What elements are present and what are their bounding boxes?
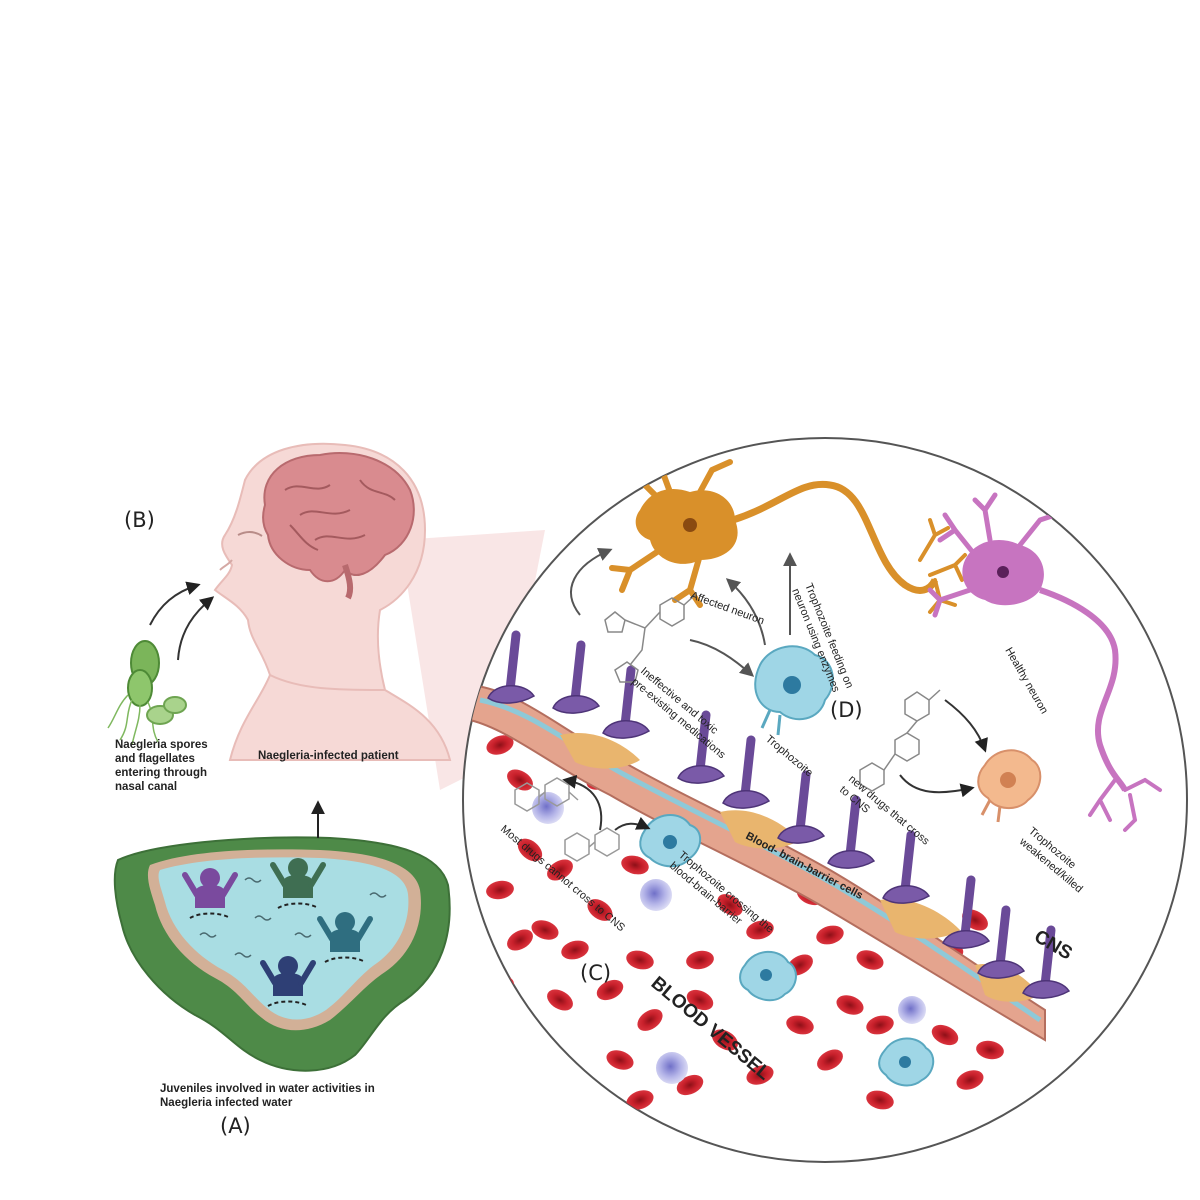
arrow-new-drug-to-trophozoite	[944, 699, 988, 753]
astrocyte-end-foot	[677, 710, 726, 784]
arrow-drug-to-trophozoite	[689, 639, 755, 677]
arrow-spores-to-nose-2	[177, 596, 215, 661]
brain-icon	[262, 452, 415, 600]
red-blood-cell	[606, 1050, 634, 1070]
arrow-drug-bounce-back	[562, 774, 603, 831]
svg-text:Juveniles involved in water ac: Juveniles involved in water activities i…	[160, 1083, 375, 1095]
panel-label-d: (D)	[830, 698, 863, 722]
svg-text:and flagellates: and flagellates	[115, 753, 195, 765]
red-blood-cell	[746, 1065, 774, 1085]
red-blood-cell	[637, 1009, 663, 1031]
astrocyte-end-foot	[602, 665, 651, 739]
trophozoite-weakened	[977, 749, 1042, 823]
svg-text:entering through: entering through	[115, 767, 207, 779]
white-blood-cell	[656, 1052, 688, 1084]
pond	[113, 836, 451, 1072]
red-blood-cell	[712, 1029, 738, 1051]
red-blood-cell	[517, 838, 543, 862]
red-blood-cell	[507, 929, 533, 951]
astrocyte-end-foot	[552, 640, 601, 714]
red-blood-cell	[931, 1024, 959, 1046]
swimmer-purple	[182, 868, 238, 919]
svg-text:Naegleria infected water: Naegleria infected water	[160, 1097, 293, 1109]
astrocyte-end-foot	[1022, 925, 1071, 999]
arrow-drug-to-neuron	[570, 547, 613, 616]
panel-label-b: (B)	[124, 508, 155, 532]
red-blood-cell	[836, 995, 864, 1015]
astrocyte-end-foot	[827, 795, 876, 869]
juveniles-label: Juveniles involved in water activities i…	[160, 1083, 375, 1109]
white-blood-cell	[640, 879, 672, 911]
drug-molecule-preexisting	[604, 594, 696, 683]
red-blood-cell	[717, 894, 743, 916]
arrow-spores-to-nose-1	[149, 581, 201, 626]
svg-text:Naegleria spores: Naegleria spores	[115, 739, 208, 751]
astrocyte-end-feet	[487, 630, 1071, 999]
trophozoite-blood-2	[878, 1037, 935, 1087]
red-blood-cell	[686, 989, 714, 1011]
red-blood-cell	[561, 940, 589, 960]
naegleria-flagellates	[107, 640, 187, 746]
red-blood-cell	[956, 1070, 984, 1090]
red-blood-cell	[547, 859, 573, 881]
arrow-drug-to-crossing	[614, 816, 651, 831]
white-blood-cell	[898, 996, 926, 1024]
swimmer-green	[270, 858, 326, 909]
drug-molecule-new	[859, 689, 941, 792]
swimmer-navy	[260, 956, 316, 1007]
red-blood-cell	[746, 920, 774, 940]
red-blood-cell	[626, 950, 654, 970]
panel-label-c: (C)	[580, 961, 611, 985]
red-blood-cell	[676, 1074, 704, 1096]
astrocyte-end-foot	[722, 735, 771, 809]
astrocyte-end-foot	[977, 905, 1026, 979]
patient-head	[213, 442, 452, 761]
svg-text:nasal canal: nasal canal	[115, 781, 177, 793]
red-blood-cell	[866, 1090, 894, 1110]
astrocyte-end-foot	[777, 770, 826, 844]
red-blood-cell	[486, 880, 514, 900]
red-blood-cell	[621, 855, 649, 875]
astrocyte-end-foot	[882, 830, 931, 904]
astrocyte-end-foot	[487, 630, 536, 704]
red-blood-cell	[486, 735, 514, 755]
red-blood-cell	[686, 950, 714, 970]
red-blood-cell	[817, 1049, 843, 1071]
trophozoite-crossing	[639, 814, 702, 868]
arrow-trophozoite-to-neuron	[725, 578, 766, 646]
red-blood-cell	[976, 1040, 1004, 1060]
spores-label: Naegleria spores and flagellates enterin…	[115, 739, 208, 793]
red-blood-cell	[596, 979, 624, 1001]
red-blood-cell	[856, 950, 884, 970]
swimmer-teal	[317, 912, 373, 963]
red-blood-cells	[486, 735, 1004, 1110]
astrocyte-end-foot	[942, 875, 991, 949]
trophozoite-feeding	[754, 645, 834, 736]
red-blood-cell	[531, 920, 559, 940]
trophozoite-blood-1	[739, 950, 797, 1002]
red-blood-cell	[816, 925, 844, 945]
drug-molecule-blocked-1	[514, 777, 579, 812]
zoom-cone	[400, 530, 545, 790]
red-blood-cell	[587, 899, 613, 921]
red-blood-cell	[866, 1015, 894, 1035]
drug-molecule-blocked-2	[564, 827, 620, 862]
red-blood-cell	[507, 769, 533, 791]
white-blood-cell	[532, 792, 564, 824]
arrow-new-drug-kills	[899, 774, 975, 798]
patient-label: Naegleria-infected patient	[258, 750, 399, 762]
red-blood-cell	[547, 989, 573, 1011]
healthy-neuron-shape	[927, 492, 1162, 832]
red-blood-cell	[626, 1090, 654, 1110]
panel-label-a: (A)	[220, 1114, 251, 1138]
white-blood-cells	[532, 792, 926, 1084]
red-blood-cell	[786, 1015, 814, 1035]
